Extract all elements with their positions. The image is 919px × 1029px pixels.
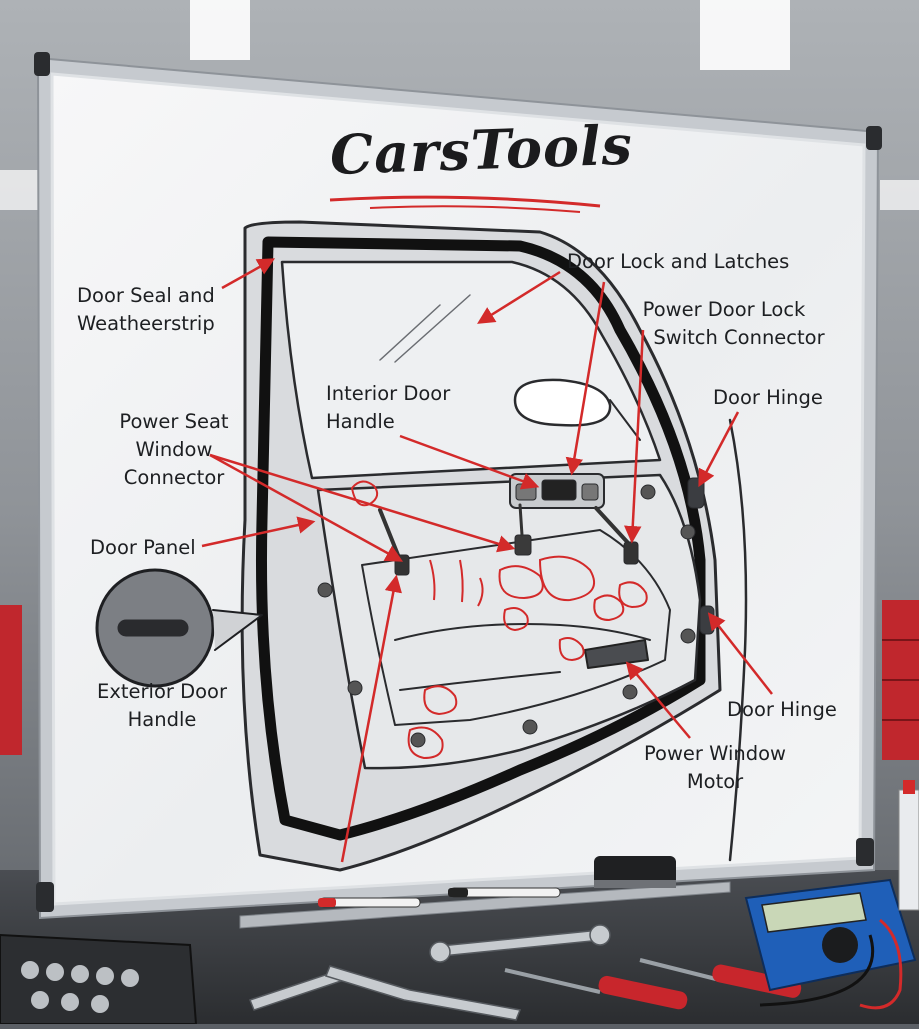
arrow-door-panel (201, 516, 316, 548)
arrow-power-seat-a (209, 453, 516, 553)
eraser (594, 856, 676, 888)
tool-cabinet-right (882, 600, 919, 760)
red-component-sketch (350, 480, 648, 760)
label-power-lock-switch: Power Door Lock Switch Connector (642, 298, 825, 349)
tool-cabinet-left (0, 605, 22, 755)
ceiling-lights (0, 0, 919, 210)
arrow-window-motor (625, 661, 691, 739)
arrow-door-lock-window (477, 270, 561, 324)
wrenches (249, 924, 611, 1021)
label-door-hinge-upper: Door Hinge (713, 386, 823, 409)
screwdrivers (504, 958, 802, 1010)
socket-set (0, 933, 198, 1025)
label-door-lock-latches: Door Lock and Latches (567, 250, 790, 273)
arrow-door-seal (221, 258, 276, 290)
arrow-interior-handle (399, 434, 540, 490)
label-door-seal: Door Seal and Weatheerstrip (77, 284, 215, 335)
arrow-door-hinge-upper (698, 411, 740, 488)
label-door-hinge-lower: Door Hinge (727, 698, 837, 721)
label-interior-door-handle: Interior Door Handle (326, 382, 451, 433)
arrow-exterior-handle (340, 574, 402, 863)
arrow-power-seat-b (209, 453, 404, 562)
markers (318, 887, 561, 908)
arrow-power-lock-switch (623, 329, 645, 544)
arrow-door-hinge-lower (707, 612, 773, 695)
label-door-panel: Door Panel (90, 536, 196, 559)
arrow-door-lock-latch (565, 281, 606, 476)
label-power-seat-connector: Power Seat Window Connector (119, 410, 229, 489)
callout-arrows (201, 258, 773, 863)
spray-bottle (898, 780, 919, 911)
brand-underline (329, 195, 601, 208)
brand-logo: CarsTools (328, 112, 634, 188)
label-power-window-motor: Power Window Motor (643, 742, 787, 793)
car-door-drawing (95, 220, 748, 872)
label-exterior-door-handle: Exterior Door Handle (97, 680, 227, 731)
multimeter (744, 878, 917, 1010)
